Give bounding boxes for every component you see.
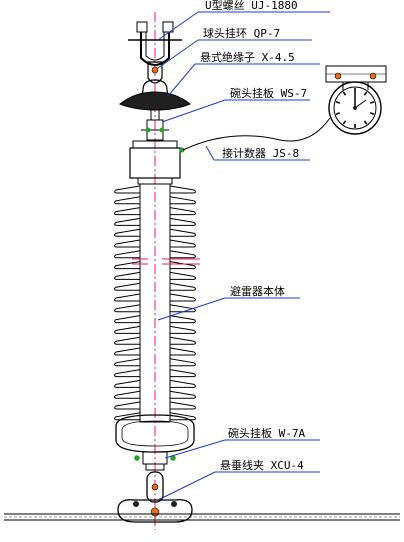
- dial-tick: [363, 91, 368, 96]
- label-counter: 接计数器 JS-8: [222, 147, 299, 160]
- label-socket-plate-top: 碗头挂板 WS-7: [230, 86, 307, 100]
- dial-tick: [369, 101, 375, 104]
- label-ball-eye: 球头挂环 QP-7: [203, 26, 280, 40]
- arrester-shed: [114, 185, 196, 194]
- label-u-bolt: U型螺丝 UJ-1880: [205, 0, 298, 12]
- counter-dial-ticks: [335, 88, 375, 128]
- bottom-grading-ring: [115, 414, 195, 453]
- u-bolt: [128, 21, 182, 66]
- dial-tick: [342, 91, 347, 96]
- arrester-shed: [114, 358, 196, 367]
- arrester-shed: [114, 217, 196, 226]
- arrester-shed: [114, 379, 196, 388]
- arrester-shed: [114, 401, 196, 410]
- dial-tick: [335, 112, 341, 115]
- socket-plate-bottom: [134, 451, 176, 471]
- arrester-shed: [114, 228, 196, 237]
- dial-tick: [369, 112, 375, 115]
- label-suspension-clamp: 悬垂线夹 XCU-4: [220, 458, 304, 472]
- dial-tick: [363, 120, 368, 125]
- dial-tick: [335, 101, 341, 104]
- label-socket-plate-bottom: 碗头挂板 W-7A: [228, 426, 305, 440]
- callout-leaders: [157, 11, 330, 501]
- arrester-shed: [114, 293, 196, 302]
- arrester-shed: [114, 412, 196, 421]
- label-suspension-insulator: 悬式绝缘子 X-4.5: [200, 50, 295, 64]
- arrester-shed: [114, 207, 196, 216]
- arrester-shed: [114, 369, 196, 378]
- arrester-shed: [114, 282, 196, 291]
- arrester-shed: [114, 347, 196, 356]
- arrester-shed: [114, 325, 196, 334]
- conductor-line: [4, 513, 400, 521]
- counter-detail: [325, 65, 387, 135]
- ball-eye-link: [147, 61, 163, 84]
- arrester-shed: [114, 315, 196, 324]
- arrester-shed: [114, 271, 196, 280]
- arrester-shed: [114, 196, 196, 205]
- arrester-sheds: [114, 185, 196, 421]
- arrester-shed: [114, 250, 196, 259]
- arrester-core: [139, 183, 171, 423]
- arrester-shed: [114, 336, 196, 345]
- top-flange: [129, 140, 185, 185]
- suspension-insulator: [119, 79, 191, 111]
- break-marks: [132, 258, 200, 265]
- arrester-shed: [114, 239, 196, 248]
- dial-tick: [342, 120, 347, 125]
- socket-plate-top: [141, 109, 169, 141]
- arrester-shed: [114, 261, 196, 270]
- counter-cable: [182, 117, 331, 151]
- arrester-shed: [114, 304, 196, 313]
- arrester-shed: [114, 390, 196, 399]
- label-arrester-body: 避雷器本体: [230, 284, 285, 298]
